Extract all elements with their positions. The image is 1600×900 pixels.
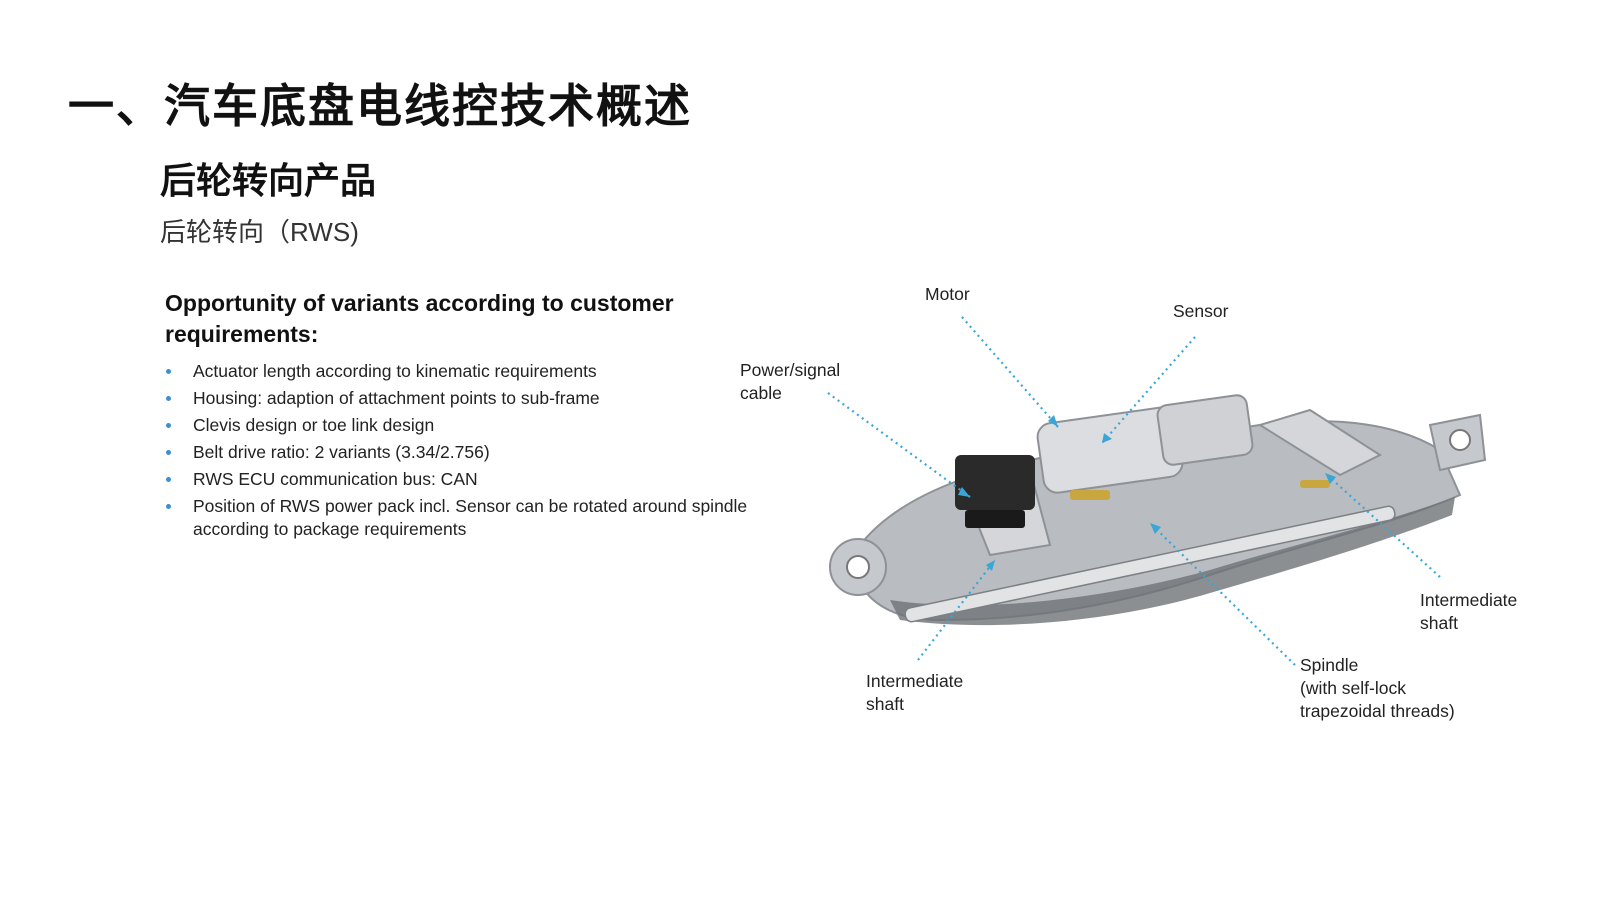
gear-accent [1070, 490, 1110, 500]
callout-spindle: Spindle (with self-lock trapezoidal thre… [1300, 655, 1455, 721]
callout-intermediate-shaft-left: Intermediate shaft [866, 671, 964, 714]
callout-intermediate-shaft-right: Intermediate shaft [1420, 590, 1518, 633]
slide-subtitle: 后轮转向产品 [160, 160, 377, 201]
right-clevis-hole [1449, 429, 1471, 451]
bullet-icon [166, 450, 171, 455]
callout-sensor: Sensor [1173, 301, 1229, 321]
bullet-icon [166, 396, 171, 401]
bullet-icon [166, 477, 171, 482]
variants-heading: Opportunity of variants according to cus… [165, 290, 674, 347]
upper-bracket [1257, 408, 1383, 477]
list-item-text: Actuator length according to kinematic r… [193, 361, 597, 381]
list-item-text: Clevis design or toe link design [193, 415, 435, 435]
rws-actuator-illustration [827, 316, 1487, 666]
rws-actuator-figure: Motor Sensor Power/signal cable Intermed… [740, 275, 1600, 755]
list-item-text: Position of RWS power pack incl. Sensor … [193, 496, 748, 539]
arrow-sensor [1102, 433, 1112, 443]
list-item-text: RWS ECU communication bus: CAN [193, 469, 478, 489]
leader-arrowheads [958, 415, 1336, 571]
list-item: Clevis design or toe link design [165, 414, 805, 437]
list-item: Belt drive ratio: 2 variants (3.34/2.756… [165, 441, 805, 464]
callout-motor: Motor [925, 284, 970, 304]
list-item: Housing: adaption of attachment points t… [165, 387, 805, 410]
arrow-intermediate-left [986, 560, 995, 571]
list-item-text: Belt drive ratio: 2 variants (3.34/2.756… [193, 442, 490, 462]
list-item-text: Housing: adaption of attachment points t… [193, 388, 600, 408]
bullet-icon [166, 504, 171, 509]
spindle-rod [904, 505, 1396, 623]
leader-line-spindle [1149, 522, 1296, 666]
leader-line-motor [961, 316, 1059, 428]
leader-line-intermediate-right [1324, 472, 1441, 578]
slide-title: 一、汽车底盘电线控技术概述 [68, 80, 692, 132]
slide-caption: 后轮转向（RWS) [160, 217, 359, 247]
variants-list: Actuator length according to kinematic r… [165, 360, 805, 545]
belt-accent [1300, 480, 1330, 488]
connector-detail [965, 510, 1025, 528]
arrow-cable [958, 487, 970, 497]
list-item: Position of RWS power pack incl. Sensor … [165, 495, 805, 541]
left-mount-hole [846, 555, 870, 579]
callout-power-signal-cable: Power/signal cable [740, 360, 841, 403]
arrow-spindle [1150, 523, 1161, 534]
bullet-icon [166, 369, 171, 374]
leader-lines [827, 316, 1441, 666]
bullet-icon [166, 423, 171, 428]
leader-line-cable [827, 392, 971, 498]
power-signal-connector [955, 455, 1035, 510]
sensor-unit [1156, 394, 1254, 466]
arrow-intermediate-right [1325, 473, 1336, 484]
list-item: RWS ECU communication bus: CAN [165, 468, 805, 491]
list-item: Actuator length according to kinematic r… [165, 360, 805, 383]
arrow-motor [1048, 415, 1058, 427]
